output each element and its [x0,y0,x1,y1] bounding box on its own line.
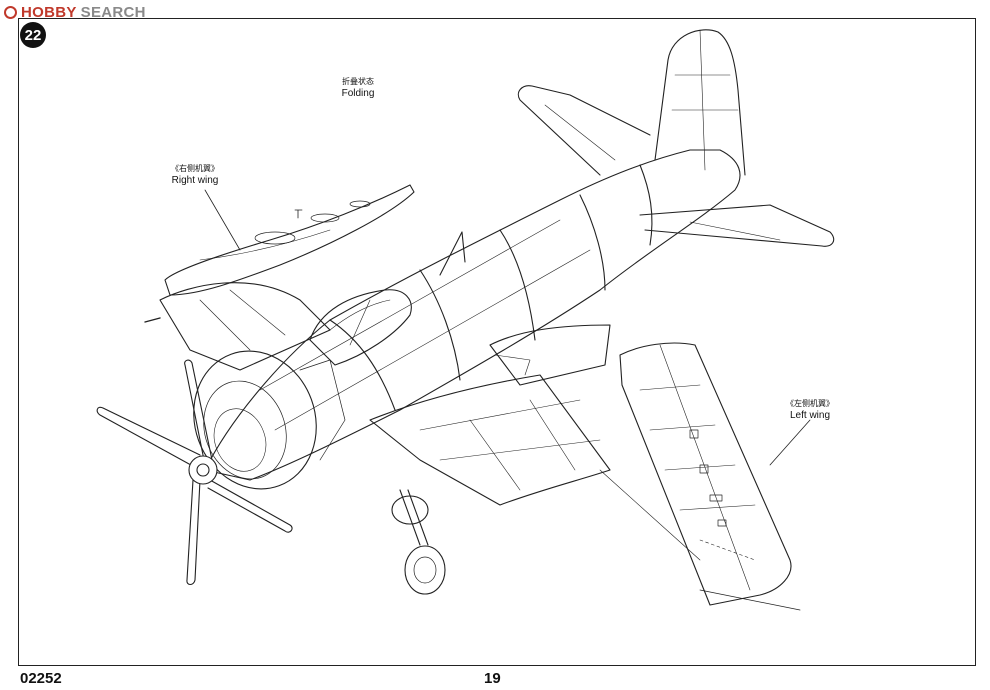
step-number-badge: 22 [20,22,46,48]
watermark-search-text: SEARCH [80,3,146,21]
horizontal-stabilizer-right [640,205,834,246]
page-number: 19 [484,670,501,687]
antenna-mast [440,232,465,275]
landing-gear [392,490,445,594]
folding-label: 折叠状态 Folding [318,76,398,100]
left-wing-folded [600,343,800,610]
propeller [97,360,292,584]
right-wing-label: 《右侧机翼》 Right wing [155,163,235,187]
right-wing-stub [145,283,330,370]
left-wing-leader-line [770,420,810,465]
watermark-hobby-text: HOBBY [21,3,77,21]
product-code: 02252 [20,670,62,687]
left-wing-label-cn: 《左侧机翼》 [786,399,834,408]
right-wing-label-en: Right wing [171,175,219,186]
left-wing-stub [370,325,610,505]
left-wing-label-en: Left wing [789,410,831,421]
vertical-tail [655,30,745,175]
page-frame [18,18,976,666]
cockpit-canopy [310,290,411,365]
engine-cowling [175,334,345,507]
right-wing-folded [165,185,414,295]
horizontal-stabilizer-left [518,86,650,175]
fuselage [205,150,740,480]
watermark-logo-icon [4,5,17,19]
left-wing-label: 《左侧机翼》 Left wing [770,398,850,422]
right-wing-leader-line [205,190,240,250]
hobbysearch-watermark: HOBBY SEARCH [4,2,146,22]
folding-label-cn: 折叠状态 [342,77,374,86]
folding-label-en: Folding [341,88,375,99]
right-wing-label-cn: 《右侧机翼》 [171,164,219,173]
